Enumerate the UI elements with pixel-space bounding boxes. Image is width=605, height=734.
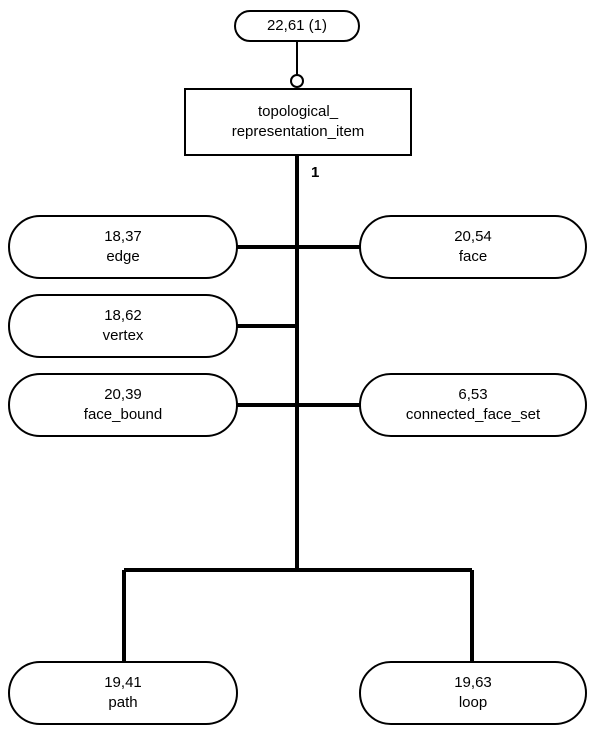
face-bound-name: face_bound (83, 406, 163, 423)
vertex-node: 18,62 vertex (8, 294, 238, 358)
loop-number: 19,63 (454, 674, 492, 691)
top-reference-node: 22,61 (1) (234, 10, 360, 42)
loop-node: 19,63 loop (359, 661, 587, 725)
loop-name: loop (458, 694, 488, 711)
face-bound-node: 20,39 face_bound (8, 373, 238, 437)
face-number: 20,54 (454, 228, 492, 245)
edge-node: 18,37 edge (8, 215, 238, 279)
vertex-number: 18,62 (104, 307, 142, 324)
path-number: 19,41 (104, 674, 142, 691)
cardinality-label: 1 (311, 164, 320, 181)
topological-representation-item-box: topological_ representation_item (184, 88, 412, 156)
connected-face-set-name: connected_face_set (405, 406, 541, 423)
edge-name: edge (106, 248, 140, 265)
connector-circle (290, 74, 304, 88)
main-label-line2: representation_item (231, 123, 365, 140)
face-node: 20,54 face (359, 215, 587, 279)
face-name: face (458, 248, 488, 265)
vertex-name: vertex (102, 327, 144, 344)
connected-face-set-node: 6,53 connected_face_set (359, 373, 587, 437)
path-node: 19,41 path (8, 661, 238, 725)
main-label-line1: topological_ (257, 103, 339, 120)
connected-face-set-number: 6,53 (458, 386, 488, 403)
face-bound-number: 20,39 (104, 386, 142, 403)
top-reference-label: 22,61 (1) (266, 17, 328, 34)
edge-number: 18,37 (104, 228, 142, 245)
path-name: path (108, 694, 138, 711)
